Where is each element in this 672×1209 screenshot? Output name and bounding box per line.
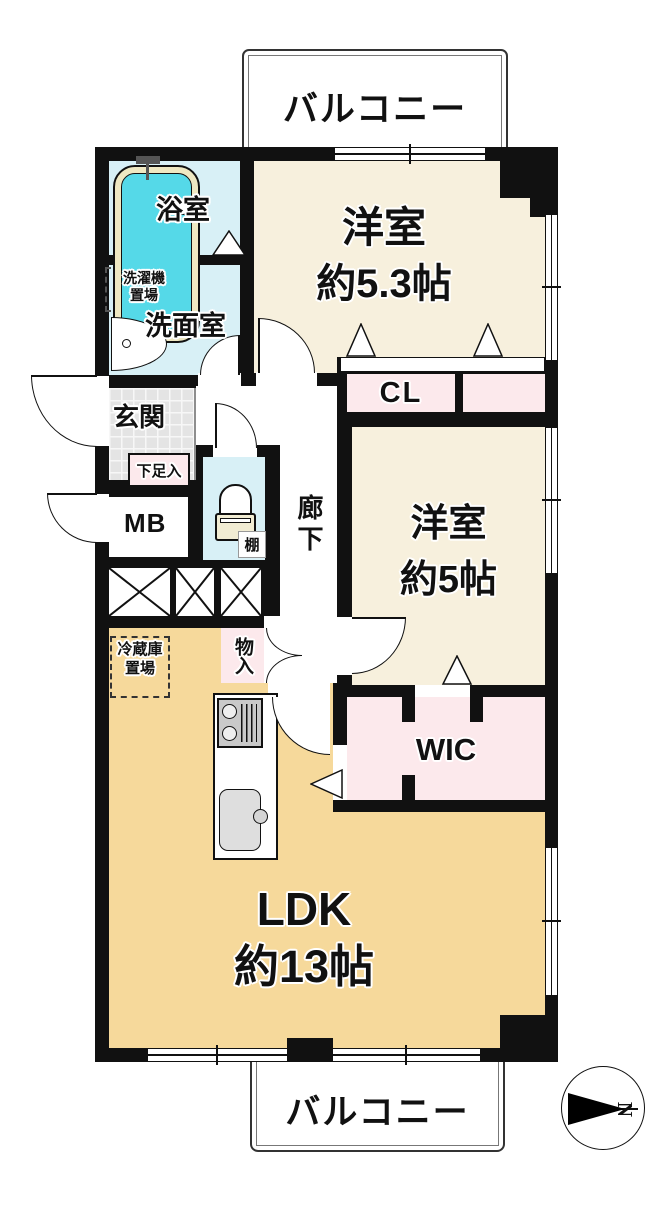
stove-icon	[217, 698, 263, 748]
bathtub-water	[121, 173, 192, 335]
shaft-box-1	[109, 568, 170, 616]
mb-door-opening	[95, 493, 109, 543]
refrigerator-space	[110, 636, 170, 698]
toilet-shelf-label: 棚	[244, 537, 260, 554]
shoe-cabinet-label: 下足入	[136, 462, 182, 480]
shaft-box-2	[176, 568, 214, 616]
laundry-label: 洗濯機 置場	[98, 270, 190, 304]
washroom-door-opening	[198, 373, 241, 390]
ldk-label-line1: LDK	[256, 883, 352, 935]
closet-triangle-right	[472, 323, 504, 357]
toilet-shelf: 棚	[238, 531, 266, 558]
bedroom1-door-opening	[256, 372, 317, 386]
laundry-label-line2: 置場	[130, 287, 158, 303]
bath-faucet-icon	[136, 156, 160, 164]
bedroom1-label-line1: 洋室	[341, 204, 426, 251]
ldk-label-line2: 約13帖	[233, 941, 375, 992]
refrigerator-label-line2: 置場	[124, 660, 155, 677]
room-meter-box	[109, 497, 188, 557]
entry-door-arc	[31, 375, 97, 447]
balcony-top-inner-rail	[248, 55, 502, 148]
bedroom2-label: 洋室 約5帖	[352, 496, 545, 608]
ldk-label: LDK 約13帖	[158, 880, 450, 996]
balcony-bottom-inner-rail	[256, 1058, 499, 1146]
wic-top-triangle	[441, 655, 473, 685]
bedroom2-label-line2: 約5帖	[399, 559, 498, 601]
storage-label: 物入	[232, 636, 253, 675]
faucet-icon	[253, 809, 268, 824]
room-closet-cl: CL	[347, 374, 455, 412]
compass-north-label: N	[613, 1101, 638, 1118]
bathroom-door-triangle	[211, 230, 247, 256]
bathtub-icon	[113, 165, 200, 343]
compass: N	[561, 1066, 645, 1150]
balcony-top-label: バルコニー	[282, 90, 468, 129]
toilet-door-opening	[213, 445, 257, 457]
window-bottom-left-tick	[216, 1045, 218, 1065]
wall-pier-bottom	[287, 1038, 333, 1062]
stove-grill	[241, 704, 257, 742]
refrigerator-label-line1: 冷蔵庫	[117, 641, 163, 658]
balcony-bottom: バルコニー	[250, 1058, 505, 1152]
closet-sliding-track	[340, 357, 545, 372]
window-top-tick	[409, 144, 411, 164]
entrance-label: 玄関	[113, 402, 166, 432]
entry-door-opening	[95, 375, 109, 447]
corridor	[280, 445, 337, 616]
laundry-label-line1: 洗濯機	[123, 270, 165, 286]
ldk-door-opening	[268, 683, 330, 697]
bedroom1-label: 洋室 約5.3帖	[234, 200, 534, 312]
room-closet-cl-right	[463, 374, 545, 412]
compass-needle-icon	[568, 1093, 625, 1125]
room-storage: 物入	[221, 628, 264, 683]
shaft-box-3	[221, 568, 261, 616]
closet-cl-label: CL	[379, 376, 423, 409]
window-right-ldk-tick	[542, 920, 561, 922]
bathtub-handle	[177, 203, 189, 215]
room-ldk-right	[333, 812, 545, 1048]
wic-wall-stub-2	[470, 697, 483, 722]
pillar-top-right	[500, 147, 558, 198]
wic-wall-stub-1	[402, 697, 415, 722]
bathroom-label: 浴室	[156, 195, 210, 225]
wic-label: WIC	[415, 732, 477, 767]
corridor-label: 廊下	[294, 494, 324, 556]
mb-door-arc	[47, 493, 97, 543]
bath-faucet-pipe	[146, 164, 149, 180]
wic-wall-stub-3	[402, 775, 415, 800]
bedroom2-door-opening	[337, 617, 352, 675]
refrigerator-label: 冷蔵庫 置場	[102, 640, 178, 678]
washroom-label: 洗面室	[145, 311, 226, 341]
window-bottom-right-tick	[405, 1045, 407, 1065]
wic-left-triangle	[310, 768, 343, 800]
balcony-top: バルコニー	[242, 49, 508, 150]
room-bedroom1	[254, 161, 545, 357]
room-wic	[347, 697, 545, 800]
closet-triangle-left	[345, 323, 377, 357]
burner-2	[222, 726, 237, 741]
burner-1	[222, 704, 237, 719]
window-right-bedroom2-tick	[542, 499, 561, 501]
washbasin-drain	[122, 339, 131, 348]
toilet-tank	[215, 513, 256, 541]
bedroom1-label-line2: 約5.3帖	[316, 262, 452, 306]
wic-top-opening	[415, 685, 470, 697]
window-right-bedroom1-tick	[542, 286, 561, 288]
toilet-tank-lid	[220, 518, 251, 523]
pillar-top-right-step	[530, 198, 558, 217]
shoe-cabinet: 下足入	[128, 453, 190, 487]
balcony-bottom-label: バルコニー	[285, 1093, 470, 1132]
bedroom2-label-line1: 洋室	[410, 503, 487, 545]
pillar-bottom-right	[500, 1015, 558, 1062]
meter-box-label: MB	[124, 508, 167, 538]
